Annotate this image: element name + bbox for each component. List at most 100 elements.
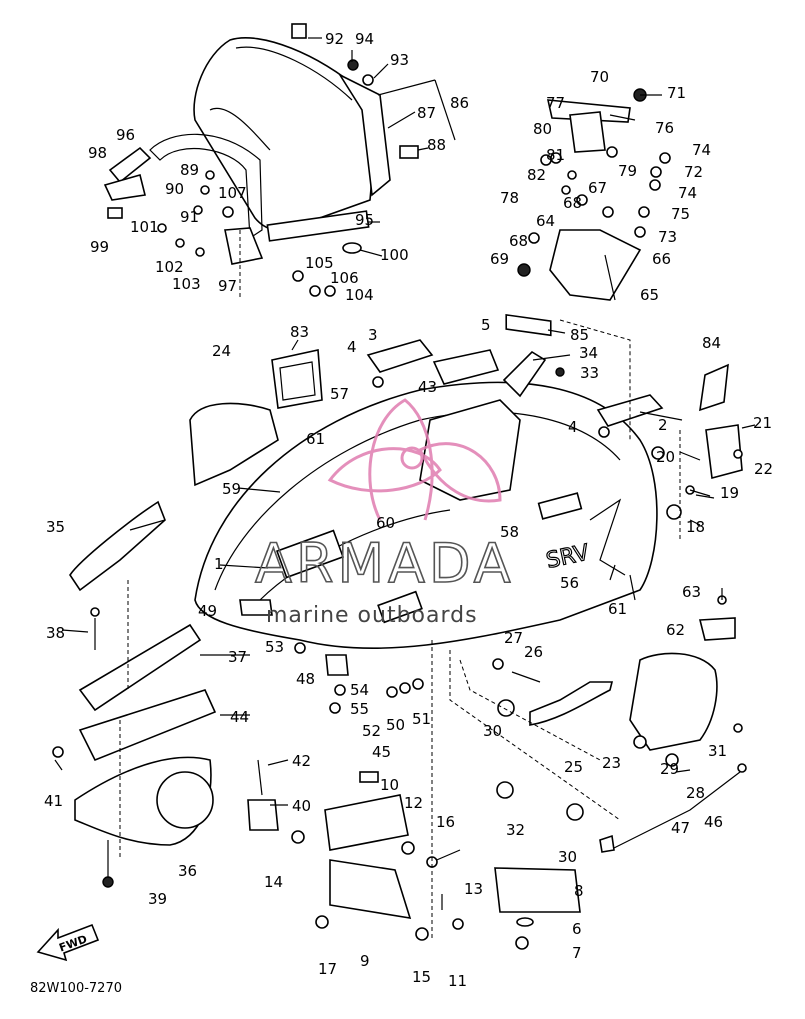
callout-number: 67	[588, 179, 607, 197]
callout-number: 26	[524, 643, 543, 661]
callout-number: 89	[180, 161, 199, 179]
callout-number: 62	[666, 621, 685, 639]
callout-number: 10	[380, 776, 399, 794]
callout-number: 101	[130, 218, 159, 236]
callout-number: 100	[380, 246, 409, 264]
callout-leaders	[54, 37, 756, 806]
left-side-parts	[52, 500, 424, 888]
callout-number: 96	[116, 126, 135, 144]
callout-number: 25	[564, 758, 583, 776]
callout-number: 30	[558, 848, 577, 866]
callout-number: 65	[640, 286, 659, 304]
watermark-logo	[327, 398, 502, 521]
callout-number: 13	[464, 880, 483, 898]
callout-number: 3	[368, 326, 378, 344]
callout-number: 92	[325, 30, 344, 48]
callout-number: 37	[228, 648, 247, 666]
callout-number: 68	[509, 232, 528, 250]
callout-number: 11	[448, 972, 467, 990]
callout-number: 55	[350, 700, 369, 718]
callout-number: 16	[436, 813, 455, 831]
callout-number: 4	[568, 418, 578, 436]
callout-number: 12	[404, 794, 423, 812]
callout-number: 107	[218, 184, 247, 202]
callout-number: 102	[155, 258, 184, 276]
callout-number: 2	[658, 416, 668, 434]
callout-number: 21	[753, 414, 772, 432]
callout-number: 72	[684, 163, 703, 181]
callout-number: 1	[214, 555, 224, 573]
callout-number: 6	[572, 920, 582, 938]
callout-number: 84	[702, 334, 721, 352]
callout-number: 41	[44, 792, 63, 810]
callout-number: 17	[318, 960, 337, 978]
callout-number: 4	[347, 338, 357, 356]
callout-number: 22	[754, 460, 773, 478]
callout-number: 61	[608, 600, 627, 618]
callout-number: 28	[686, 784, 705, 802]
callout-number: 91	[180, 208, 199, 226]
callout-number: 103	[172, 275, 201, 293]
callout-number: 95	[355, 211, 374, 229]
fwd-arrow-icon: FWD	[36, 923, 100, 962]
callout-number: 86	[450, 94, 469, 112]
callout-number: 77	[546, 94, 565, 112]
callout-number: 73	[658, 228, 677, 246]
callout-number: 81	[546, 146, 565, 164]
callout-number: 78	[500, 189, 519, 207]
callout-number: 24	[212, 342, 231, 360]
dashed-guides	[119, 230, 681, 940]
callout-number: 9	[360, 952, 370, 970]
callout-number: 48	[296, 670, 315, 688]
callout-number: 7	[572, 944, 582, 962]
callout-number: 45	[372, 743, 391, 761]
callout-number: 30	[483, 722, 502, 740]
callout-number: 43	[418, 378, 437, 396]
callout-number: 15	[412, 968, 431, 986]
callout-number: 33	[580, 364, 599, 382]
callout-number: 64	[536, 212, 555, 230]
center-lower-parts	[247, 658, 584, 950]
callout-number: 85	[570, 326, 589, 344]
callout-number: 79	[618, 162, 637, 180]
callout-number: 66	[652, 250, 671, 268]
callout-number: 82	[527, 166, 546, 184]
callout-number: 34	[579, 344, 598, 362]
callout-number: 35	[46, 518, 65, 536]
callout-number: 98	[88, 144, 107, 162]
callout-number: 31	[708, 742, 727, 760]
callout-number: 5	[481, 316, 491, 334]
callout-number: 50	[386, 716, 405, 734]
callout-number: 29	[660, 760, 679, 778]
callout-number: 60	[376, 514, 395, 532]
callout-number: 20	[656, 448, 675, 466]
callout-number: 19	[720, 484, 739, 502]
callout-number: 14	[264, 873, 283, 891]
callout-number: 46	[704, 813, 723, 831]
callout-number: 90	[165, 180, 184, 198]
callout-number: 76	[655, 119, 674, 137]
watermark-tagline: marine outboards	[266, 603, 478, 628]
callout-number: 51	[412, 710, 431, 728]
callout-number: 74	[678, 184, 697, 202]
right-lower-parts	[529, 588, 747, 853]
callout-number: 32	[506, 821, 525, 839]
callout-number: 58	[500, 523, 519, 541]
callout-number: 80	[533, 120, 552, 138]
callout-number: 27	[504, 629, 523, 647]
callout-number: 49	[198, 602, 217, 620]
callout-number: 42	[292, 752, 311, 770]
callout-number: 68	[563, 194, 582, 212]
callout-number: 59	[222, 480, 241, 498]
callout-number: 47	[671, 819, 690, 837]
callout-number: 74	[692, 141, 711, 159]
callout-number: 99	[90, 238, 109, 256]
callout-number: 36	[178, 862, 197, 880]
diagram-code: 82W100-7270	[30, 981, 122, 996]
callout-number: 56	[560, 574, 579, 592]
callout-number: 44	[230, 708, 249, 726]
callout-number: 88	[427, 136, 446, 154]
